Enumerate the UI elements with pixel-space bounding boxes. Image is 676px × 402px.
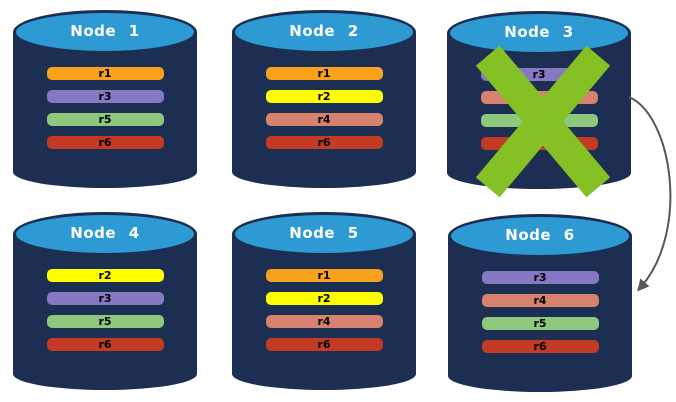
node-label: Node 5 <box>289 224 359 242</box>
node-label: Node 2 <box>289 22 359 40</box>
node-3: Node 3 r3 <box>447 11 631 198</box>
replica-bar: r6 <box>481 340 599 353</box>
node-label: Node 3 <box>504 23 574 41</box>
replica-bar: r1 <box>265 269 383 282</box>
replica-bar: r4 <box>481 294 599 307</box>
replica-list: r3 r4 r5 r6 <box>448 271 632 353</box>
replica-bar: r2 <box>46 269 164 282</box>
replica-bar: r3 <box>46 292 164 305</box>
node-1: Node 1 r1 r3 r5 r6 <box>13 10 197 188</box>
cylinder-body <box>448 236 632 392</box>
node-4: Node 4 r2 r3 r5 r6 <box>13 212 197 390</box>
arrow-curve <box>628 96 672 292</box>
replica-bar: r2 <box>265 90 383 103</box>
replica-list: r1 r3 r5 r6 <box>13 67 197 149</box>
replica-bar: r5 <box>46 315 164 328</box>
replica-bar: r6 <box>46 136 164 149</box>
replica-list: r2 r3 r5 r6 <box>13 269 197 351</box>
replica-bar: r1 <box>46 67 164 80</box>
node-label: Node 6 <box>505 226 575 244</box>
node-2: Node 2 r1 r2 r4 r6 <box>232 10 416 188</box>
replica-bar: r2 <box>265 292 383 305</box>
cylinder-body <box>232 32 416 188</box>
replica-bar: r5 <box>481 317 599 330</box>
replica-list: r1 r2 r4 r6 <box>232 67 416 149</box>
cylinder-cap: Node 4 <box>13 212 197 256</box>
cylinder-cap: Node 3 <box>447 11 631 55</box>
cylinder-body <box>232 234 416 390</box>
cylinder-cap: Node 1 <box>13 10 197 54</box>
cylinder-cap: Node 5 <box>232 212 416 256</box>
replica-bar: r6 <box>46 338 164 351</box>
replica-bar: r3 <box>481 271 599 284</box>
replica-bar: r3 <box>46 90 164 103</box>
x-cross-icon <box>475 45 611 198</box>
replica-bar: r5 <box>46 113 164 126</box>
cylinder-cap: Node 6 <box>448 214 632 258</box>
replica-bar: r4 <box>265 113 383 126</box>
replica-bar: r6 <box>265 136 383 149</box>
cylinder-body <box>13 234 197 390</box>
replica-bar: r6 <box>265 338 383 351</box>
replica-list: r1 r2 r4 r6 <box>232 269 416 351</box>
node-label: Node 4 <box>70 224 140 242</box>
node-6: Node 6 r3 r4 r5 r6 <box>448 214 632 392</box>
cylinder-cap: Node 2 <box>232 10 416 54</box>
replica-bar: r4 <box>265 315 383 328</box>
node-5: Node 5 r1 r2 r4 r6 <box>232 212 416 390</box>
cylinder-body <box>13 32 197 188</box>
node-label: Node 1 <box>70 22 140 40</box>
replica-bar: r1 <box>265 67 383 80</box>
